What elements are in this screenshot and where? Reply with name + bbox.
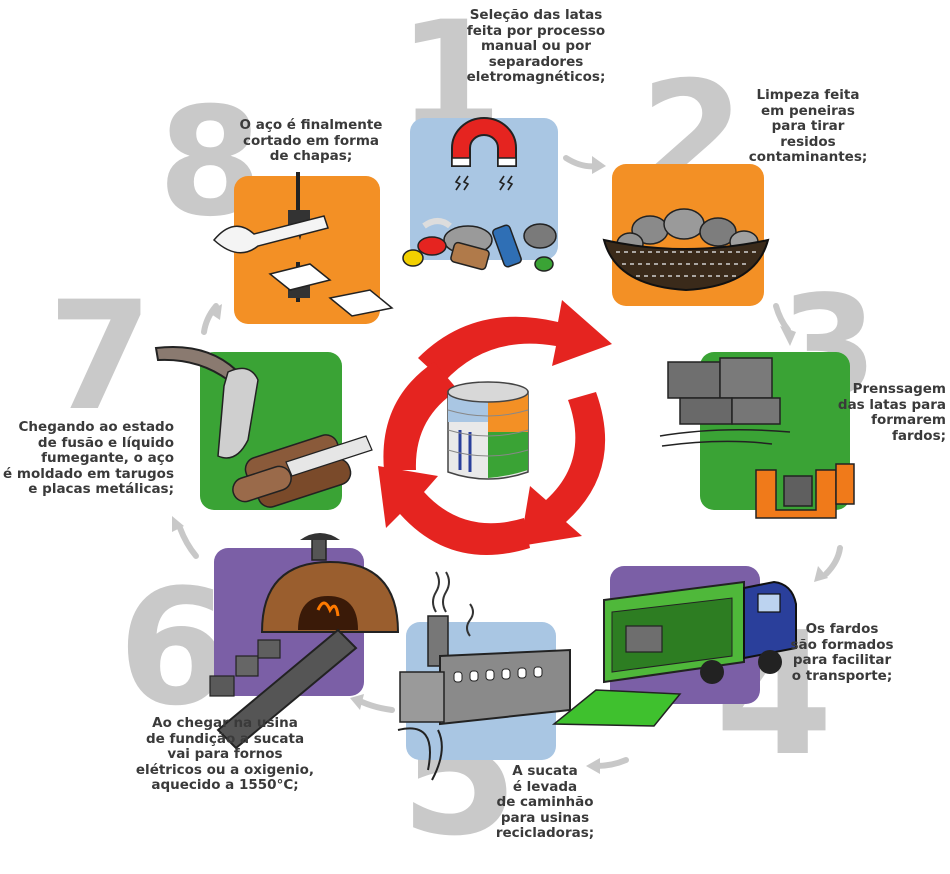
truck-icon	[554, 582, 796, 726]
cutting-sheets-icon	[214, 172, 392, 316]
sieve-basket-icon	[604, 209, 768, 290]
step-3-text: Prenssagem das latas para formarem fardo…	[806, 382, 946, 444]
step-4-text: Os fardos são formados para facilitar o …	[782, 622, 902, 684]
molding-icon	[156, 347, 372, 510]
step-5-text: A sucata é levada de caminhão para usina…	[470, 764, 620, 842]
magnet-sorting-icon	[403, 118, 556, 271]
steel-can-icon	[448, 382, 528, 479]
step-6-text: Ao chegar na usina de fundição a sucata …	[130, 716, 320, 794]
step-8-text: O aço é finalmente cortado em forma de c…	[236, 118, 386, 165]
step-7-text: Chegando ao estado de fusão e líquido fu…	[2, 420, 174, 498]
recycling-cycle-diagram: 1 2 3 4 5 6 7 8	[0, 0, 950, 847]
step-1-text: Seleção das latas feita por processo man…	[456, 8, 616, 86]
step-2-text: Limpeza feita em peneiras para tirar res…	[738, 88, 878, 166]
factory-icon	[398, 572, 570, 780]
